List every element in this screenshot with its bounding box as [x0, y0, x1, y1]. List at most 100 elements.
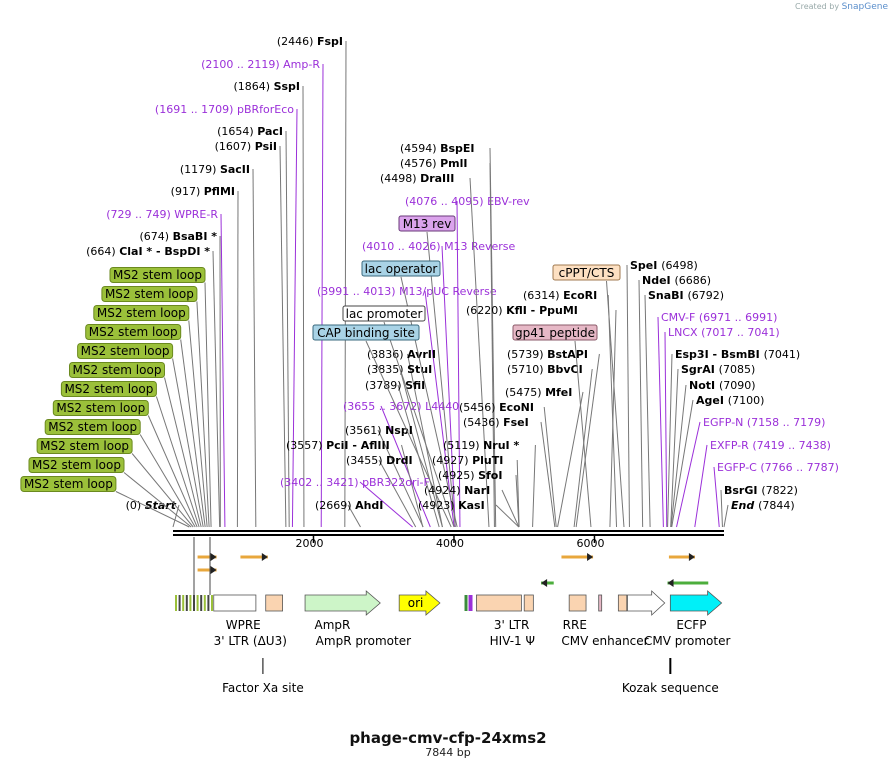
- site-name: pBR322ori-F: [362, 476, 430, 489]
- feature-leader: [383, 321, 455, 528]
- site-name: DraIII: [420, 172, 454, 185]
- site-name: BstAPI: [547, 348, 588, 361]
- label-m13-puc-reverse: [424, 290, 455, 528]
- site-position: (6314): [523, 289, 563, 302]
- site-position: (6498): [661, 259, 698, 272]
- site-position: (7090): [719, 379, 756, 392]
- site-label-bstapi: (5739) BstAPI: [507, 348, 588, 361]
- orf-head: [210, 553, 217, 561]
- site-position: (3836): [367, 348, 407, 361]
- site-position: (3402 .. 3421): [280, 476, 362, 489]
- orf-head: [688, 553, 695, 561]
- site-position: (1607): [215, 140, 255, 153]
- leader-line: [291, 108, 298, 528]
- ms2-tick: [175, 595, 177, 611]
- site-name: EcoRI: [563, 289, 597, 302]
- ms2-stem-loop-box: [28, 457, 125, 473]
- feature-box-m13-rev: [398, 215, 456, 232]
- leader-line: [694, 444, 708, 528]
- site-label-bsabi: (674) BsaBI *: [140, 230, 218, 243]
- site-name: PciI - AflIII: [326, 439, 390, 452]
- site-label-ndei: NdeI (6686): [642, 274, 711, 287]
- site-position: (1864): [233, 80, 273, 93]
- feature-track-8: [568, 594, 587, 612]
- leader-line: [575, 353, 600, 528]
- site-label-spei: SpeI (6498): [630, 259, 698, 272]
- feature-box: [568, 594, 587, 612]
- ms2-stem-loop-box: [36, 438, 133, 454]
- site-name: MfeI: [545, 386, 572, 399]
- leader-line: [532, 444, 536, 528]
- site-label-ahdi: (2669) AhdI: [315, 499, 383, 512]
- leader-line: [543, 406, 557, 528]
- site-label-ebv-rev: (4076 .. 4095) EBV-rev: [405, 195, 530, 208]
- site-label-sacii: (1179) SacII: [180, 163, 250, 176]
- site-position: (7100): [728, 394, 765, 407]
- leader-line: [671, 399, 694, 528]
- site-position: (4498): [380, 172, 420, 185]
- site-position: (6686): [674, 274, 711, 287]
- site-position: (4924): [424, 484, 464, 497]
- site-name: SgrAI: [681, 363, 719, 376]
- site-position: (3655 .. 3672): [343, 400, 425, 413]
- leader-line: [557, 391, 584, 528]
- ms2-stem-loop-label: MS2 stem loop: [56, 401, 145, 415]
- ms2-stem-loop-label: MS2 stem loop: [89, 325, 178, 339]
- site-label-m13-puc-reverse: (3991 .. 4013) M13/pUC Reverse: [317, 285, 497, 298]
- ms2-tick: [200, 595, 203, 611]
- ms2-tick: [193, 595, 195, 611]
- leader-line: [252, 168, 257, 528]
- feature-track-1: [213, 594, 257, 612]
- feature-track-7: [523, 594, 534, 612]
- ms2-leader: [204, 282, 212, 528]
- feature-box: [523, 594, 534, 612]
- label-wpre-r: [220, 213, 226, 528]
- ms2-tick: [211, 595, 213, 611]
- reverse-orf-arrow: [541, 579, 554, 587]
- site-name: pBRforEco: [237, 103, 294, 116]
- label-ebv-rev: [456, 200, 461, 528]
- feature-name-ampr: AmpR: [315, 618, 351, 632]
- ms2-stem-loop-label: MS2 stem loop: [105, 287, 194, 301]
- leader-line: [670, 384, 687, 528]
- feature-track-10: [617, 594, 628, 612]
- site-position: (4576): [400, 157, 440, 170]
- site-label-avrii: (3836) AvrII: [367, 348, 436, 361]
- ms2-tick: [203, 595, 206, 611]
- site-name: LNCX: [668, 326, 701, 339]
- ms2-stem-loop-box: [77, 343, 174, 359]
- leader-line: [657, 316, 664, 528]
- site-name: PacI: [257, 125, 283, 138]
- leader-line: [380, 405, 431, 528]
- feature-box: [476, 594, 522, 612]
- leader-line: [664, 331, 668, 528]
- site-name: SfiI: [405, 379, 425, 392]
- snapgene-credit[interactable]: Created by SnapGene: [795, 2, 888, 12]
- site-label-pflmi: (917) PflMI: [171, 185, 235, 198]
- site-label-agei: AgeI (7100): [696, 394, 764, 407]
- forward-orf-arrow: [668, 553, 695, 561]
- leader-line: [713, 466, 720, 528]
- site-name: AhdI: [355, 499, 383, 512]
- site-name: ClaI * - BspDI *: [119, 245, 210, 258]
- leader-line: [285, 130, 290, 528]
- leader-line: [220, 213, 226, 528]
- site-label-esp3i-bsmbi: Esp3I - BsmBI (7041): [675, 348, 800, 361]
- leader-line: [456, 200, 461, 528]
- site-position: (4594): [400, 142, 440, 155]
- feature-track-12: [669, 590, 723, 616]
- feature-name-cmv-promoter: CMV promoter: [644, 634, 731, 648]
- ms2-stem-loop-box: [85, 324, 182, 340]
- site-label-drdi: (3455) DrdI: [346, 454, 413, 467]
- ms2-tick: [182, 595, 185, 611]
- leader-line: [359, 481, 413, 528]
- label-stui: [399, 368, 443, 528]
- feature-ori: [398, 590, 441, 616]
- site-label-pbr322ori-f: (3402 .. 3421) pBR322ori-F: [280, 476, 430, 489]
- site-name: BsrGI: [724, 484, 761, 497]
- site-label-snabi: SnaBI (6792): [648, 289, 724, 302]
- ruler-label: 6000: [576, 537, 604, 550]
- leader-line: [676, 421, 701, 528]
- site-name: PsiI: [255, 140, 277, 153]
- site-label-m13-reverse: (4010 .. 4026) M13 Reverse: [362, 240, 515, 253]
